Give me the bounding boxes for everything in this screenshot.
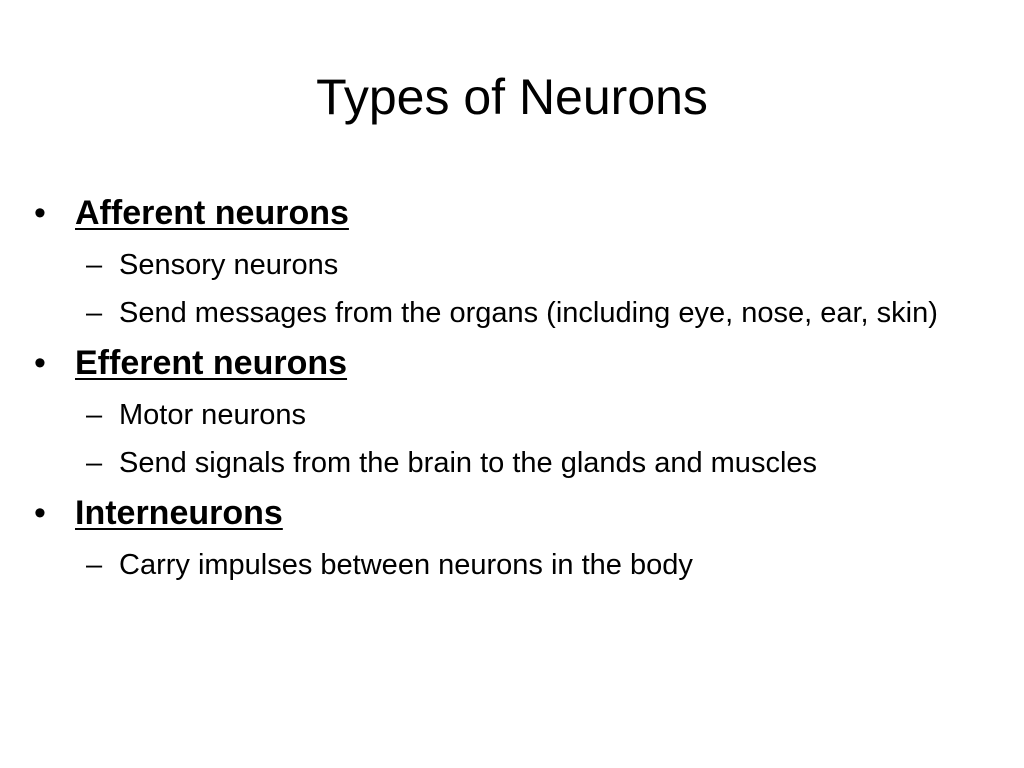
- bullet-marker: •: [34, 194, 46, 232]
- sub-item-text: Motor neurons: [119, 399, 306, 431]
- sub-item-sensory: – Sensory neurons: [34, 241, 1004, 289]
- sub-item-text: Sensory neurons: [119, 249, 339, 281]
- sub-marker: –: [86, 297, 103, 329]
- sub-marker: –: [86, 447, 103, 479]
- section-heading-interneurons: Interneurons: [75, 494, 283, 532]
- sub-item-send-messages: – Send messages from the organs (includi…: [34, 289, 1004, 337]
- sub-item-carry-impulses: – Carry impulses between neurons in the …: [34, 541, 1004, 589]
- sub-item-send-signals: – Send signals from the brain to the gla…: [34, 439, 1004, 487]
- section-heading-efferent: Efferent neurons: [75, 344, 348, 382]
- sub-item-text: Send signals from the brain to the gland…: [119, 447, 818, 479]
- sub-item-text: Send messages from the organs (including…: [119, 297, 938, 329]
- bullet-interneurons: • Interneurons: [34, 490, 1004, 536]
- bullet-marker: •: [34, 344, 46, 382]
- sub-item-text: Carry impulses between neurons in the bo…: [119, 549, 693, 581]
- sub-item-motor: – Motor neurons: [34, 391, 1004, 439]
- bullet-marker: •: [34, 494, 46, 532]
- bullet-afferent: • Afferent neurons: [34, 190, 1004, 236]
- slide-title: Types of Neurons: [316, 69, 708, 125]
- sub-marker: –: [86, 249, 103, 281]
- bullet-efferent: • Efferent neurons: [34, 340, 1004, 386]
- sub-marker: –: [86, 399, 103, 431]
- slide-content: • Afferent neurons – Sensory neurons – S…: [34, 190, 1004, 589]
- sub-marker: –: [86, 549, 103, 581]
- section-heading-afferent: Afferent neurons: [75, 194, 349, 232]
